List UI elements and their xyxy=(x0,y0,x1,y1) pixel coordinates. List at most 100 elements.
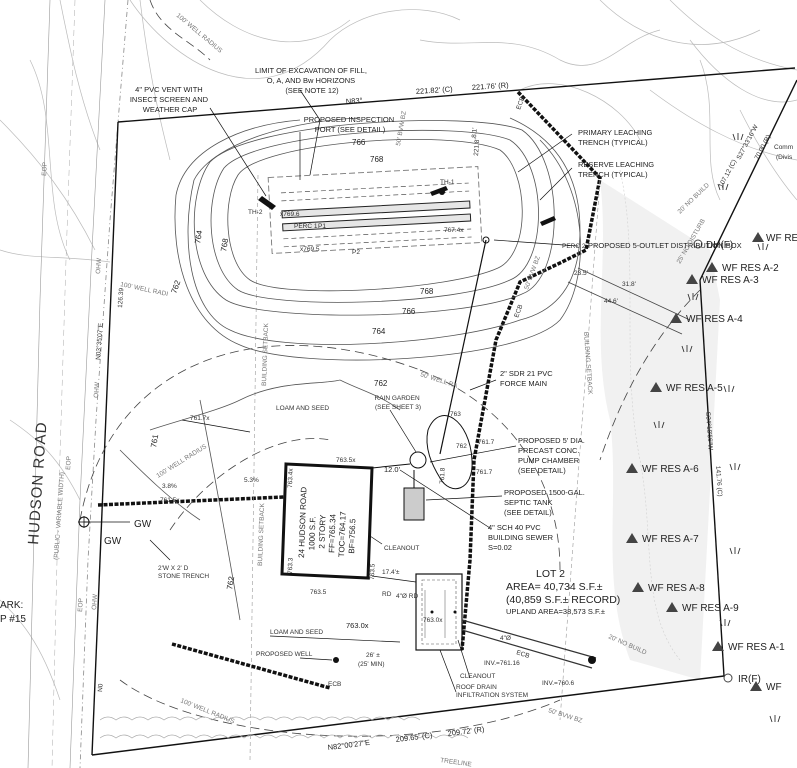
division-label: (Divis xyxy=(776,154,793,161)
ecb-4: ECB xyxy=(515,649,530,660)
pump-chamber-callout: PROPOSED 5' DIA. PRECAST CONC. PUMP CHAM… xyxy=(518,436,587,475)
test-hole-markers xyxy=(258,186,556,244)
eop-2: EOP xyxy=(65,456,73,470)
contour-766-top: 766 xyxy=(352,138,366,147)
house-stories: 2 STORY xyxy=(317,514,327,549)
gw-label-2: GW xyxy=(134,519,152,530)
house-ff: FF=765.34 xyxy=(327,513,337,553)
flag-a1: WF RES A-1 xyxy=(766,233,797,244)
flag-a4: WF RES A-4 xyxy=(686,314,743,325)
lot-area: AREA= 40,734 S.F.± xyxy=(506,581,603,593)
rain-garden xyxy=(409,415,473,489)
contour-768-bottom: 768 xyxy=(420,287,434,296)
dim-17-4: 17.4'± xyxy=(382,569,400,576)
spot-769-5: x769.5 xyxy=(300,246,320,253)
contour-768-top: 768 xyxy=(370,155,384,164)
leaching-field-contours xyxy=(174,117,581,361)
dim-44-6: 44.6' xyxy=(604,298,618,305)
spot-761-8: 761.8 xyxy=(439,467,447,484)
west-lower: N0 xyxy=(97,683,105,692)
flag-a10: WF RES A-1 xyxy=(728,642,785,653)
building-sewer-callout: 4" SCH 40 PVC BUILDING SEWER S=0.02 xyxy=(488,523,555,552)
septic-tank xyxy=(403,487,425,521)
cleanout-lower-callout: CLEANOUT xyxy=(460,673,495,680)
wetland-symbols xyxy=(653,133,781,723)
house-elevation: 763.5x xyxy=(336,457,356,464)
no-build-1: 20' NO BUILD xyxy=(677,182,712,216)
ohw-2: OHW xyxy=(93,381,101,398)
house-area: 1000 S.F. xyxy=(307,516,317,550)
spot-763-0b: 763.0x xyxy=(423,617,443,624)
dim-3-8: 3.8% xyxy=(162,483,177,490)
flag-a2: WF RES A-2 xyxy=(722,263,779,274)
spot-763-0: 763.0x xyxy=(346,621,369,630)
roof-drain-callout: ROOF DRAIN INFILTRATION SYSTEM xyxy=(456,684,528,699)
treeline xyxy=(99,716,469,739)
spot-763-5: 763.5 xyxy=(369,563,377,580)
dim-rd: RD xyxy=(382,591,392,598)
contour-766-bottom: 766 xyxy=(402,307,416,316)
lot-upland: UPLAND AREA=38,573 S.F.± xyxy=(506,607,605,616)
flag-a5: WF RES A-5 xyxy=(666,383,723,394)
background-topography xyxy=(0,0,797,701)
flag-a8: WF RES A-8 xyxy=(648,583,705,594)
flag-dh: DH(F) xyxy=(706,240,733,251)
contour-768-left: 768 xyxy=(219,237,230,252)
spot-763-5b: 763.5 xyxy=(310,589,327,596)
north-distance-c: 221.82' (C) xyxy=(416,84,454,96)
spot-761-7c: 761.7 xyxy=(476,469,493,476)
south-distance-c: 209.65' (C) xyxy=(395,730,433,743)
perc-2: PERC 2 xyxy=(562,243,586,250)
contour-762-house: 762 xyxy=(374,379,388,388)
contour-762-left: 762 xyxy=(169,279,182,295)
contour-762-right: 762 xyxy=(456,443,467,450)
force-main-callout: 2" SDR 21 PVC FORCE MAIN xyxy=(500,369,555,388)
easement-strip xyxy=(567,267,691,335)
ne-distance: 70.00 (R) xyxy=(754,134,773,161)
test-hole-1: TH-1 xyxy=(440,179,455,186)
proposed-well-callout: PROPOSED WELL xyxy=(256,651,313,658)
roof-drain-system xyxy=(371,573,597,669)
well-radius-left: 100' WELL RADI xyxy=(120,281,169,298)
limit-of-work xyxy=(97,90,602,690)
spot-767-4: 767.4x xyxy=(444,227,464,234)
utility-poles xyxy=(78,516,130,528)
flag-a6: WF RES A-6 xyxy=(642,464,699,475)
house-toc: TOC=764.17 xyxy=(337,511,348,558)
p2-label: P2 xyxy=(352,249,360,256)
road-subtitle: (PUBLIC - VARIABLE WIDTH) xyxy=(53,472,66,560)
dim-31-8: 31.8' xyxy=(622,281,636,288)
contour-764-left: 764 xyxy=(193,229,204,244)
bvw-zone-top: 50' BVW BZ xyxy=(395,110,408,146)
dim-4-pipe: 4"Ø xyxy=(500,635,511,642)
lot-name: LOT 2 xyxy=(536,568,565,580)
lot-record: (40,859 S.F.± RECORD) xyxy=(506,594,620,606)
spot-769-6: x769.6 xyxy=(280,211,300,218)
common-label: Comm xyxy=(774,144,793,151)
contour-763-right: 763 xyxy=(450,411,461,418)
inv-761-16: INV.=761.16 xyxy=(484,660,520,667)
spot-761-5: 761.5x xyxy=(160,497,180,504)
treeline-label: TREELINE xyxy=(440,757,473,768)
park-label-bottom: P #15 xyxy=(0,614,26,625)
house-side-top: 763.4x xyxy=(287,468,295,488)
reserve-trench-callout: RESERVE LEACHING TRENCH (TYPICAL) xyxy=(578,160,656,179)
flag-edge: WF xyxy=(766,682,782,693)
flag-a7: WF RES A-7 xyxy=(642,534,699,545)
well-radius-mid: 100' WELL RADIUS xyxy=(155,443,208,480)
contour-762-lower: 762 xyxy=(225,575,236,590)
east-bearing: S04°18'56"W xyxy=(704,412,715,452)
wetland-flag-triangles xyxy=(626,232,764,691)
force-main xyxy=(439,239,487,455)
ecb-2: ECB xyxy=(513,304,524,319)
ecb-1: ECB xyxy=(515,96,526,111)
spot-761-7: 761.7x xyxy=(190,415,210,422)
house-footprint xyxy=(280,462,374,580)
property-boundary xyxy=(91,67,797,756)
dim-26: 26' ± xyxy=(366,652,380,659)
dim-221-8: 221.8' xyxy=(473,138,481,156)
ohw-1: OHW xyxy=(95,257,103,274)
stone-trench-callout: 2'W X 2' D STONE TRENCH xyxy=(158,565,209,580)
flag-ir: IR(F) xyxy=(738,674,761,685)
